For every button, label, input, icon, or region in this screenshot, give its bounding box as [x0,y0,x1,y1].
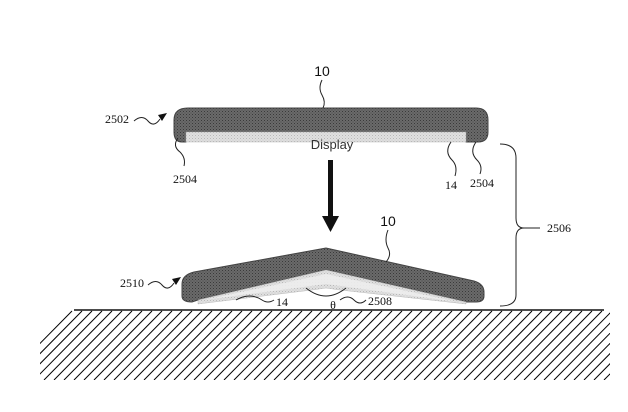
leader-2504-right [472,141,482,175]
ref-2502: 2502 [105,112,129,126]
hatch-line [373,310,443,380]
hatch-line [453,310,523,380]
hatch-line [263,310,333,380]
hatch-line [63,310,133,380]
hatch-line [433,310,503,380]
hatch-line [403,310,473,380]
hatch-line [143,310,213,380]
hatch-line [43,310,113,380]
hatch-line [83,310,153,380]
hatch-line [93,310,163,380]
hatch-line [73,310,143,380]
hatch-line [343,310,413,380]
leader-14-top [447,141,457,177]
ground-hatching [40,310,628,380]
hatch-line [253,310,323,380]
leader-2504-left [174,137,185,167]
hatch-line [193,310,263,380]
hatch-line [593,363,610,380]
hatch-line [523,310,593,380]
bottom-inner-light [204,274,458,302]
hatch-line [53,310,123,380]
ref-2506: 2506 [547,221,571,235]
hatch-line [273,310,343,380]
ground-surface [40,309,628,380]
hatch-line [493,310,563,380]
hatch-line [153,310,223,380]
arrowhead-2502 [158,113,167,121]
ref-10-top: 10 [314,63,330,79]
hatch-line [553,322,610,380]
hatch-line [40,310,103,375]
hatch-line [233,310,303,380]
hatch-line [413,310,483,380]
hatch-line [483,310,553,380]
down-arrow-icon [322,160,339,232]
hatch-line [323,310,393,380]
hatch-line [163,310,233,380]
hatch-line [40,310,93,365]
bottom-display-layer [197,269,467,305]
ref-14-top: 14 [445,178,457,192]
hatch-line [133,310,203,380]
hatch-line [503,310,573,380]
hatch-line [40,310,73,345]
hatch-line [443,310,513,380]
hatch-line [303,310,373,380]
hatch-line [473,310,543,380]
hatch-line [283,310,353,380]
hatch-line [333,310,403,380]
hatch-line [393,310,463,380]
hatch-line [383,310,453,380]
top-display-layer [185,131,467,143]
hatch-line [543,312,610,380]
leader-10-bottom [385,229,391,263]
ref-2508: 2508 [368,294,392,308]
hatch-line [173,310,243,380]
hatch-line [113,310,183,380]
hatch-line [573,342,610,380]
leader-2510 [147,281,175,289]
leader-2502 [133,117,161,125]
hatch-line [293,310,363,380]
angle-arc [305,287,347,297]
hatch-line [213,310,283,380]
distance-bracket: 2506 [499,143,571,307]
hatch-line [353,310,423,380]
hatch-line [624,311,628,380]
leader-10-top [319,79,325,109]
hatch-line [103,310,173,380]
arrowhead-2510 [172,277,181,285]
hatch-line [223,310,293,380]
ref-2504-left: 2504 [173,172,197,186]
display-label: Display [311,137,354,152]
hatch-line [583,352,610,380]
hatch-line [513,310,583,380]
hatch-line [183,310,253,380]
ref-10-bottom: 10 [380,213,396,229]
leader-2508 [339,296,367,304]
hatch-line [363,310,433,380]
hatch-line [423,310,493,380]
hatch-line [203,310,273,380]
hatch-line [313,310,383,380]
hatch-line [614,311,628,380]
top-device: Display 10 2502 2504 14 2504 [105,63,494,192]
ref-2504-right: 2504 [470,176,494,190]
hatch-line [463,310,533,380]
hatch-line [123,310,193,380]
ref-14-bottom: 14 [276,295,288,309]
hatch-line [563,332,610,380]
hatch-line [243,310,313,380]
leader-14-bottom [235,295,275,303]
bottom-device: 10 2510 14 θ 2508 [120,213,485,312]
hatch-line [40,310,83,355]
ref-2510: 2510 [120,276,144,290]
angle-theta: θ [330,298,336,312]
hatch-line [533,310,603,380]
